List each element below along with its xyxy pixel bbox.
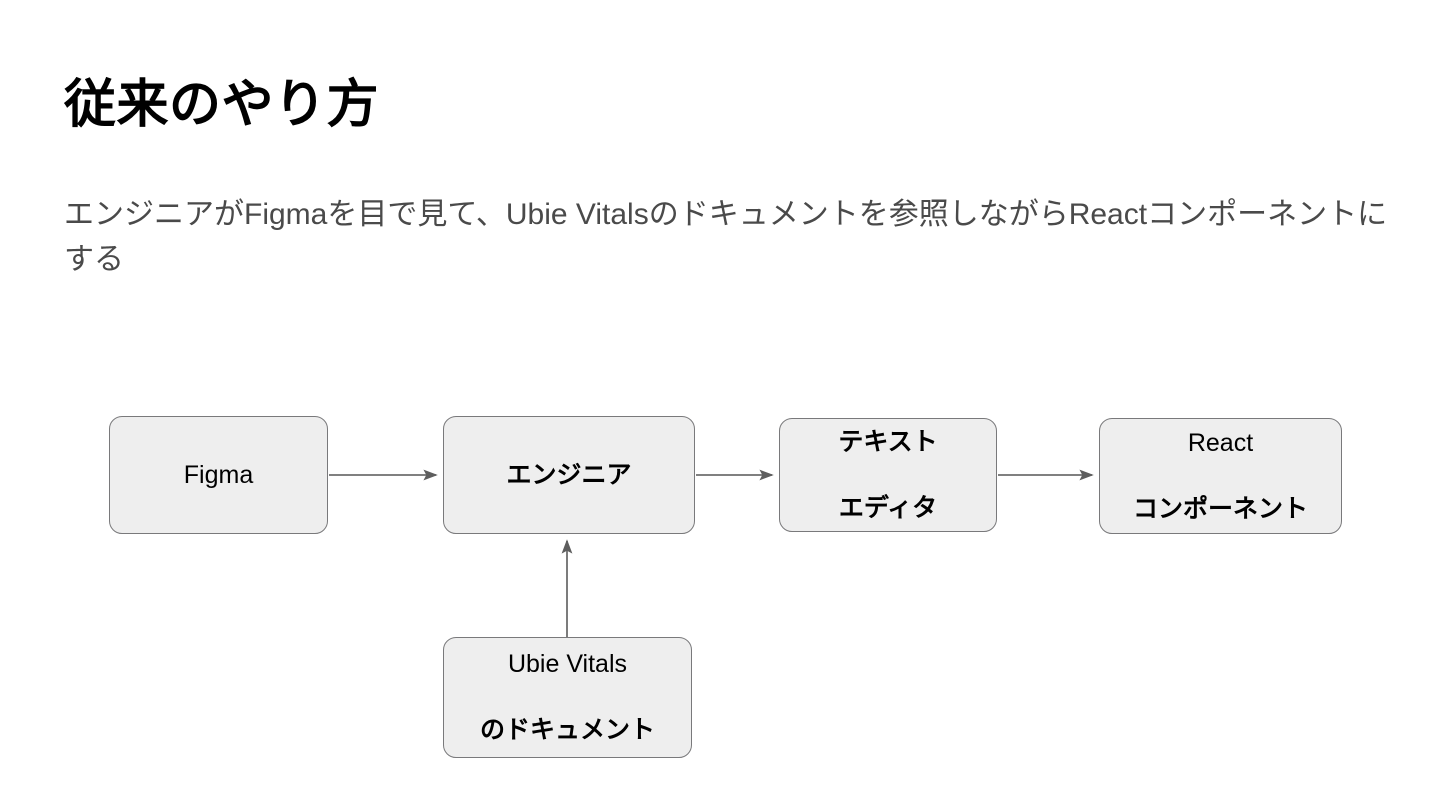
diagram-node-figma[interactable]: Figma: [109, 416, 328, 534]
node-label-ubie-vitals-doc-line2: のドキュメント: [479, 716, 655, 744]
page-subtitle: エンジニアがFigmaを目で見て、Ubie Vitalsのドキュメントを参照しな…: [64, 198, 1388, 276]
diagram-node-engineer[interactable]: エンジニア: [443, 416, 695, 534]
node-label-engineer: エンジニア: [506, 460, 632, 489]
diagram-node-text-editor[interactable]: テキスト エディタ: [779, 418, 997, 532]
page-title: 従来のやり方: [64, 76, 380, 134]
node-label-react-component: React コンポーネント: [1133, 394, 1308, 559]
node-label-text-editor-line2: エディタ: [838, 493, 938, 522]
node-label-text-editor: テキスト エディタ: [838, 393, 937, 558]
node-label-figma: Figma: [183, 460, 254, 489]
node-label-ubie-vitals-doc: Ubie Vitals のドキュメント: [480, 615, 655, 780]
diagram-node-react-component[interactable]: React コンポーネント: [1099, 418, 1342, 534]
diagram-node-ubie-vitals-doc[interactable]: Ubie Vitals のドキュメント: [443, 637, 692, 758]
node-label-react-component-line1: React: [1187, 428, 1254, 457]
node-label-text-editor-line1: テキスト: [838, 427, 938, 456]
node-label-ubie-vitals-doc-line1: Ubie Vitals: [507, 650, 628, 678]
node-label-react-component-line2: コンポーネント: [1132, 494, 1308, 523]
